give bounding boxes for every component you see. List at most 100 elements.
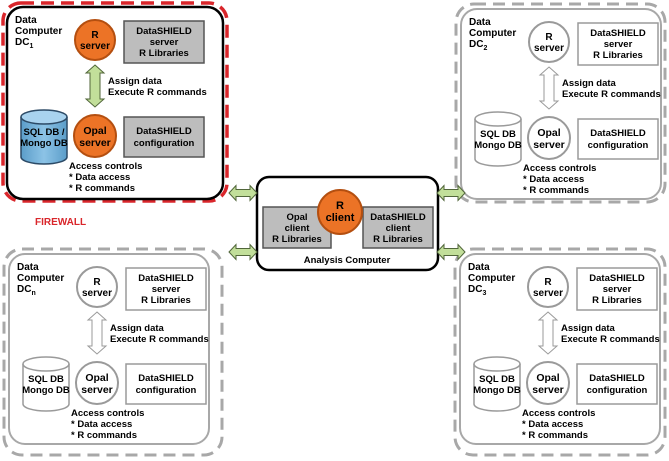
opal-client-label-line: client — [285, 223, 311, 234]
dc-base: DC — [469, 39, 483, 50]
dc-label: DCn — [17, 284, 36, 297]
access-controls-label-line: Access controls — [69, 161, 142, 172]
datashield-server-box — [123, 20, 205, 64]
assign-label-line: Assign data — [562, 78, 617, 89]
computer-label-line: Computer — [17, 273, 64, 284]
assign-label-line: Execute R commands — [110, 334, 209, 345]
opal-server-label-line: server — [533, 139, 565, 151]
datashield-server-label-line: DataSHIELD — [138, 273, 194, 284]
computer-label-line: Data — [469, 17, 491, 28]
opal-server-circle — [527, 116, 571, 160]
computer-label-line: Data — [468, 262, 490, 273]
database-cylinder-top — [473, 356, 521, 372]
datashield-client-label-line: R Libraries — [373, 234, 423, 245]
database-label-line: Mongo DB — [474, 140, 522, 151]
assign-label-line: Execute R commands — [562, 89, 661, 100]
dc-label: DC1 — [15, 37, 33, 50]
dc-subscript: 3 — [482, 290, 486, 297]
assign-arrow — [86, 311, 108, 355]
datashield-client-label-line: client — [386, 223, 412, 234]
dashed-outer-frame-1 — [454, 2, 667, 204]
database-cylinder — [20, 109, 68, 165]
r-client-circle — [317, 189, 363, 235]
datashield-client-label-line: DataSHIELD — [370, 212, 426, 223]
opal-server-label-line: Opal — [83, 125, 106, 137]
opal-server-circle — [75, 361, 119, 405]
datashield-server-label-line: R Libraries — [592, 295, 642, 306]
datashield-config-label-line: DataSHIELD — [590, 128, 646, 139]
computer-label-line: Data — [15, 15, 37, 26]
opal-server-label-line: Opal — [85, 372, 108, 384]
r-server-label-line: R — [545, 32, 553, 43]
database-label-line: SQL DB — [28, 374, 64, 385]
opal-client-label-line: R Libraries — [272, 234, 322, 245]
database-label-line: SQL DB — [480, 129, 516, 140]
access-controls-label: Access controls* Data access* R commands — [523, 163, 596, 196]
opal-server-circle — [526, 361, 570, 405]
access-controls-label: Access controls* Data access* R commands — [522, 408, 595, 441]
dashed-outer-frame-3 — [453, 247, 667, 457]
opal-server-circle — [73, 114, 117, 158]
arrow-dc1-analysis — [228, 184, 258, 202]
access-controls-label-line: * Data access — [522, 419, 583, 430]
dc-subscript: 2 — [483, 45, 487, 52]
opal-server-label-line: Opal — [536, 372, 559, 384]
arrow-dc3-analysis — [436, 243, 466, 261]
access-controls-label: Access controls* Data access* R commands — [69, 161, 142, 194]
r-client-label-line: client — [326, 212, 355, 224]
opal-server-label-line: server — [532, 384, 564, 396]
assign-arrow — [84, 64, 106, 108]
database-cylinder — [474, 111, 522, 167]
assign-label-line: Assign data — [110, 323, 165, 334]
datashield-config-label-line: DataSHIELD — [589, 373, 645, 384]
r-server-circle — [76, 266, 118, 308]
r-client-label-line: R — [336, 200, 344, 212]
database-cylinder-body — [474, 119, 522, 167]
database-label-line: SQL DB — [479, 374, 515, 385]
computer-label-line: Data — [17, 262, 39, 273]
access-controls-label-line: * R commands — [523, 185, 589, 196]
datashield-server-label-line: DataSHIELD — [589, 273, 645, 284]
access-controls-label-line: * R commands — [522, 430, 588, 441]
access-controls-label-line: Access controls — [522, 408, 595, 419]
r-server-label-line: server — [534, 43, 564, 54]
database-label-line: Mongo DB — [22, 385, 70, 396]
datashield-server-box — [125, 267, 207, 311]
assign-arrow — [538, 66, 560, 110]
access-controls-label-line: * Data access — [69, 172, 130, 183]
opal-server-label-line: server — [81, 384, 113, 396]
datashield-server-label-line: server — [150, 37, 179, 48]
datashield-config-label-line: DataSHIELD — [136, 126, 192, 137]
database-cylinder-body — [22, 364, 70, 412]
datashield-server-label-line: DataSHIELD — [136, 26, 192, 37]
r-server-label-line: server — [82, 288, 112, 299]
datashield-config-label-line: configuration — [134, 138, 195, 149]
database-cylinder — [473, 356, 521, 412]
datashield-client-box — [362, 206, 434, 249]
database-label-line: Mongo DB — [473, 385, 521, 396]
datashield-config-label-line: configuration — [587, 385, 648, 396]
database-cylinder-body — [473, 364, 521, 412]
datashield-config-label-line: DataSHIELD — [138, 373, 194, 384]
database-cylinder-top — [474, 111, 522, 127]
datashield-config-box — [576, 363, 658, 405]
